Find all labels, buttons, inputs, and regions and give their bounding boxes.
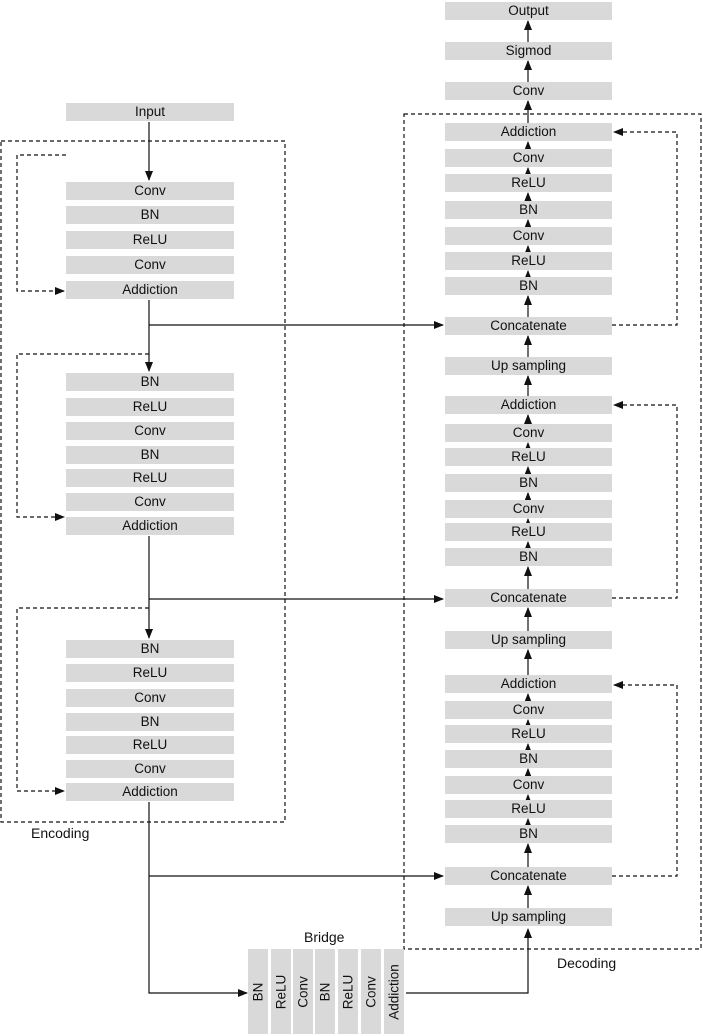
dec2-concatenate-layer: Concatenate — [445, 589, 612, 607]
enc2-layer: Conv — [66, 422, 234, 440]
dec2-upsampling-layer: Up sampling — [445, 631, 612, 649]
dec2-layer: ReLU — [445, 448, 612, 466]
dec1-addition-layer: Addiction — [445, 123, 612, 141]
decoding-box — [403, 113, 702, 950]
encoding-box — [0, 140, 286, 823]
dec3-layer: Conv — [445, 701, 612, 719]
dec1-upsampling-layer: Up sampling — [445, 357, 612, 375]
dec3-layer: Conv — [445, 776, 612, 794]
bridge-layer: ReLU — [271, 949, 291, 1034]
enc-residual-3 — [16, 607, 149, 795]
bridge-to-decoder-arrow — [406, 928, 532, 994]
bridge-layer: ReLU — [338, 949, 358, 1034]
enc2-layer: Conv — [66, 493, 234, 511]
dec1-layer: ReLU — [445, 252, 612, 270]
dec-residual-3 — [612, 681, 678, 877]
dec2-layer: ReLU — [445, 523, 612, 541]
final-conv-layer: Conv — [445, 82, 612, 100]
dec2-addition-layer: Addiction — [445, 396, 612, 414]
enc3-layer: ReLU — [66, 736, 234, 754]
enc2-layer: ReLU — [66, 398, 234, 416]
bridge-label: Bridge — [304, 929, 345, 945]
dec3-concatenate-layer: Concatenate — [445, 867, 612, 885]
dec2-layer: BN — [445, 474, 612, 492]
dec1-layer: BN — [445, 277, 612, 295]
enc-residual-1 — [16, 154, 66, 295]
dec3-layer: BN — [445, 750, 612, 768]
bridge-layer: Conv — [293, 949, 313, 1034]
enc2-layer: BN — [66, 373, 234, 391]
enc1-layer: Conv — [66, 182, 234, 200]
enc-residual-2 — [16, 353, 149, 521]
bridge-addition-layer: Addiction — [384, 949, 404, 1034]
enc1-layer: BN — [66, 206, 234, 224]
bridge-layer: Conv — [361, 949, 381, 1034]
enc3-layer: BN — [66, 713, 234, 731]
input-layer: Input — [66, 103, 234, 121]
dec3-addition-layer: Addiction — [445, 675, 612, 693]
dec3-layer: ReLU — [445, 800, 612, 818]
bridge-layer: BN — [315, 949, 335, 1034]
enc3-layer: Conv — [66, 689, 234, 707]
enc1-addition-layer: Addiction — [66, 281, 234, 299]
dec3-upsampling-layer: Up sampling — [445, 908, 612, 926]
enc3-layer: ReLU — [66, 664, 234, 682]
decoding-label: Decoding — [557, 955, 617, 971]
dec-residual-1 — [612, 128, 678, 326]
dec2-layer: Conv — [445, 500, 612, 518]
dec3-layer: BN — [445, 825, 612, 843]
enc2-addition-layer: Addiction — [66, 517, 234, 535]
encoding-label: Encoding — [31, 825, 90, 841]
dec2-layer: BN — [445, 548, 612, 566]
enc2-layer: BN — [66, 446, 234, 464]
dec1-layer: ReLU — [445, 174, 612, 192]
enc3-layer: BN — [66, 640, 234, 658]
dec1-concatenate-layer: Concatenate — [445, 317, 612, 335]
enc2-layer: ReLU — [66, 469, 234, 487]
block3-to-bridge-arrow — [148, 802, 248, 997]
dec2-layer: Conv — [445, 424, 612, 442]
enc1-layer: ReLU — [66, 231, 234, 249]
sigmoid-layer: Sigmod — [445, 42, 612, 60]
dec1-layer: BN — [445, 201, 612, 219]
enc1-layer: Conv — [66, 256, 234, 274]
enc3-addition-layer: Addiction — [66, 783, 234, 801]
dec3-layer: ReLU — [445, 725, 612, 743]
dec1-layer: Conv — [445, 227, 612, 245]
enc3-layer: Conv — [66, 760, 234, 778]
output-layer: Output — [445, 2, 612, 20]
dec1-layer: Conv — [445, 149, 612, 167]
bridge-layer: BN — [248, 949, 268, 1034]
dec-residual-2 — [612, 401, 678, 599]
